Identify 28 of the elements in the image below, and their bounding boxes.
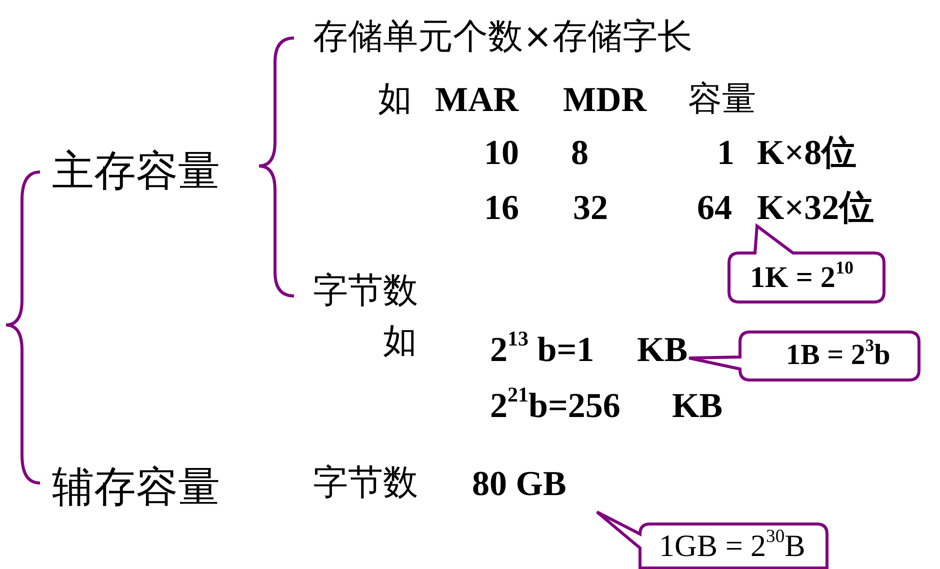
value-text: 10: [484, 135, 519, 170]
value-text: 80 GB: [472, 466, 566, 501]
value-text: 64: [697, 190, 732, 225]
callout-text: 1GB = 2$^{30}$B: [659, 530, 806, 561]
label-text: 字节数: [313, 466, 418, 501]
label-text: 存储单元个数×存储字长: [313, 20, 692, 55]
value-text: 16: [484, 190, 519, 225]
value-text: KB: [637, 332, 688, 367]
heading: 辅存容量: [52, 466, 220, 508]
label-text: 如: [383, 324, 417, 358]
label-text: 字节数: [313, 274, 418, 309]
value-text: 2$^{13}$ b=1: [490, 332, 594, 367]
heading: 主存容量: [52, 150, 220, 192]
value-text: KB: [672, 388, 723, 423]
value-text: 8: [571, 135, 588, 170]
label-text: 容量: [688, 82, 756, 116]
value-text: 1: [717, 135, 734, 170]
callout-text: 1B = 2$^{3}$b: [786, 341, 890, 370]
label-text: 如: [378, 82, 412, 116]
value-text: MDR: [563, 82, 647, 117]
value-text: MAR: [435, 82, 519, 117]
value-text: 2$^{21}$b=256: [490, 388, 620, 423]
value-text: K×8位: [757, 135, 857, 170]
value-text: 32: [573, 190, 608, 225]
callout-text: 1K = 2$^{10}$: [750, 263, 854, 293]
callout-bubble: [688, 331, 921, 382]
callout-bubble: [728, 226, 886, 304]
callout-bubble: [595, 510, 829, 569]
